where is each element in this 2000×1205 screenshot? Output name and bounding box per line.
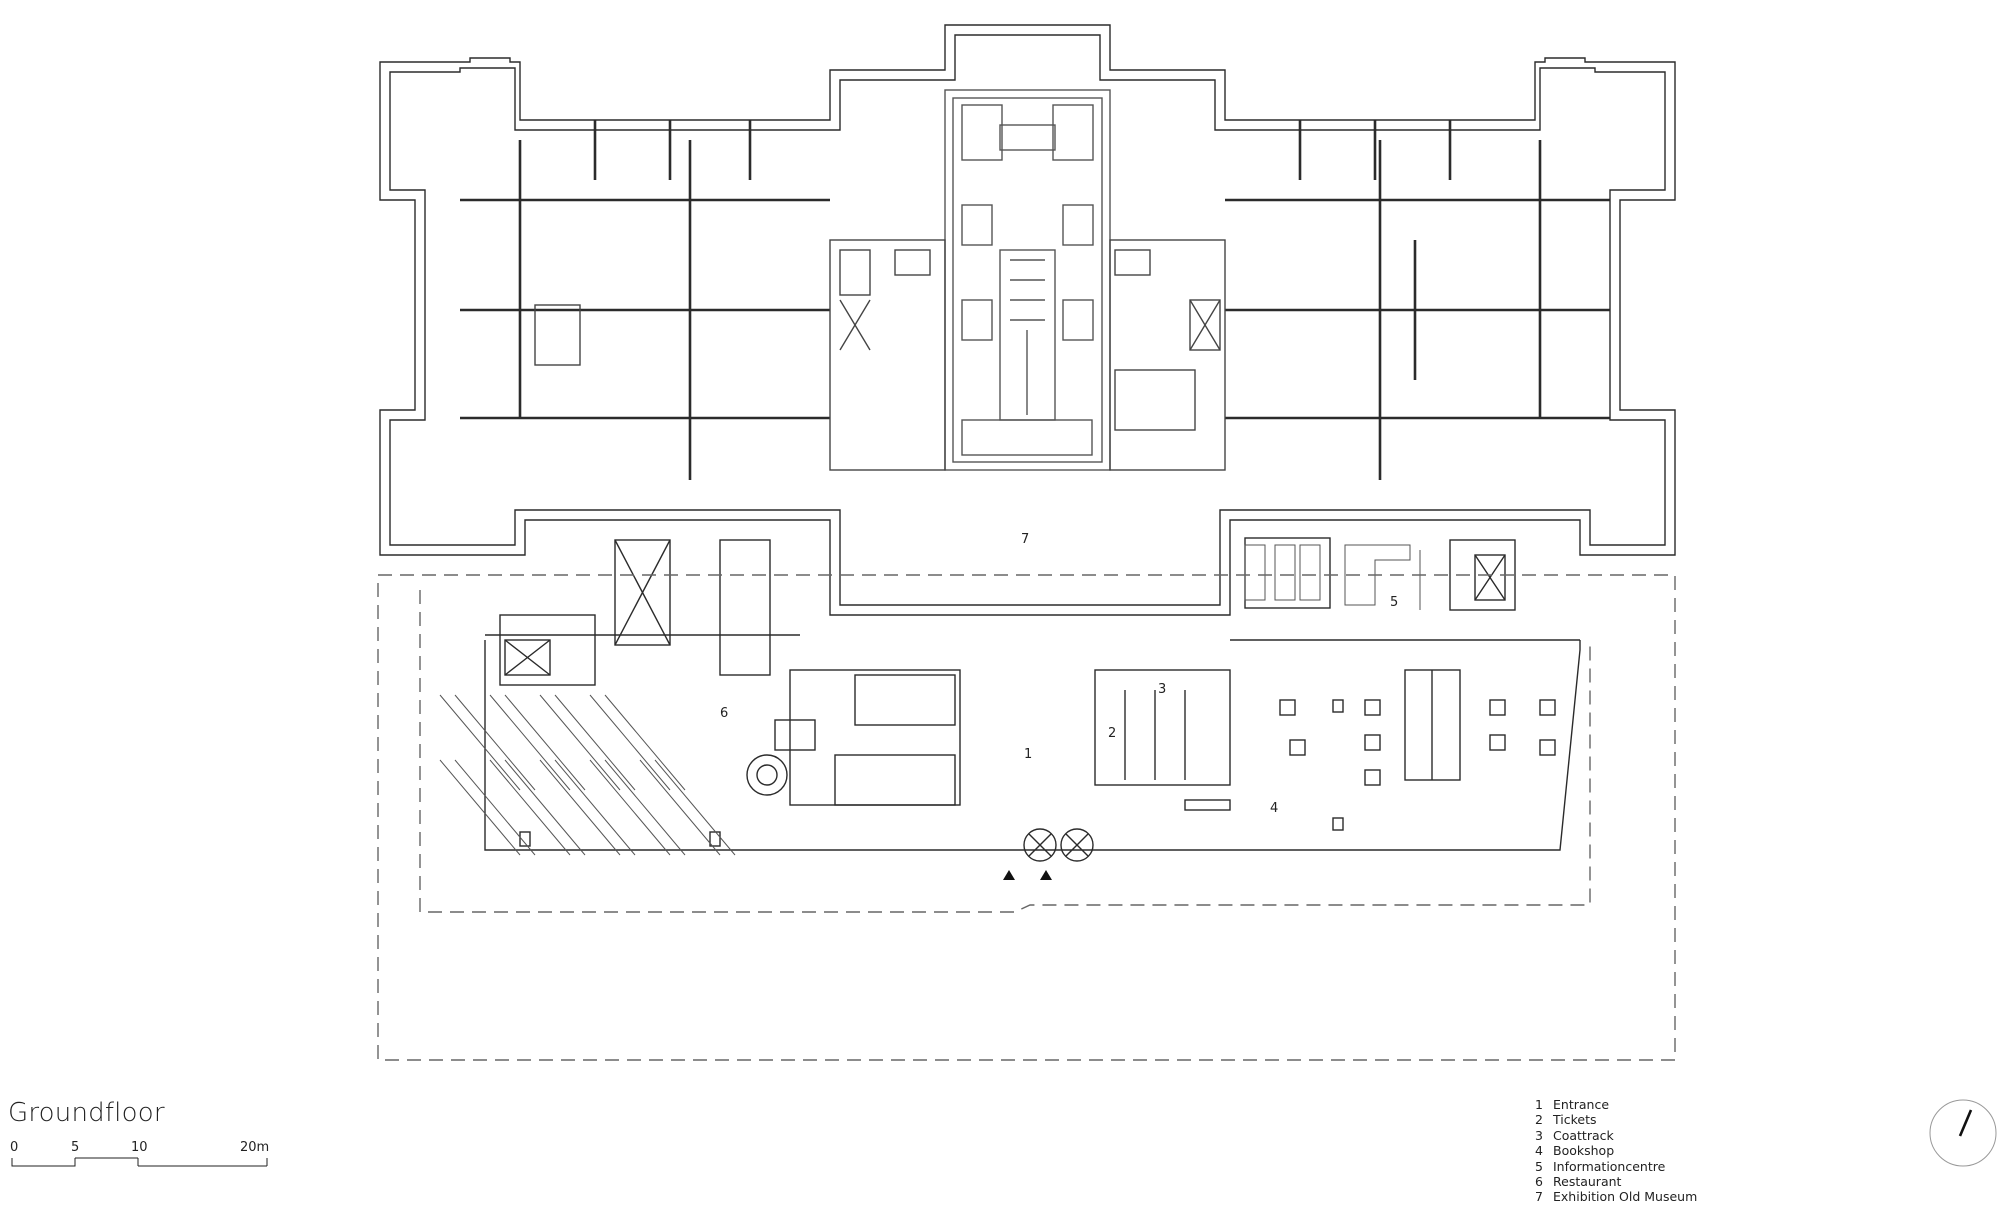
legend-item: 3 Coattrack [1535,1128,1697,1143]
stair-cores [534,239,1226,471]
legend-item: 5 Informationcentre [1535,1159,1697,1174]
legend-item: 6 Restaurant [1535,1174,1697,1189]
legend-label: Informationcentre [1553,1158,1666,1174]
north-arrow-icon [1929,1099,1997,1167]
legend-item: 2 Tickets [1535,1112,1697,1127]
legend-number: 4 [1535,1143,1543,1159]
room-label-coattrack: 3 [1158,682,1167,697]
legend-label: Coattrack [1553,1127,1614,1143]
new-extension [484,537,1581,862]
legend-label: Tickets [1553,1112,1597,1128]
scale-tick-5: 5 [71,1140,80,1155]
scale-tick-20m: 20m [240,1140,270,1155]
room-label-exhibition: 7 [1021,532,1030,547]
legend-label: Exhibition Old Museum [1553,1189,1698,1205]
legend-number: 5 [1535,1158,1543,1174]
legend-number: 6 [1535,1174,1543,1190]
legend-label: Restaurant [1553,1174,1622,1190]
room-label-entrance: 1 [1024,747,1033,762]
information-centre-seats [1244,544,1421,610]
interior-walls [460,120,1610,480]
room-label-informationcentre: 5 [1390,595,1399,610]
legend-item: 4 Bookshop [1535,1143,1697,1158]
legend-item: 7 Exhibition Old Museum [1535,1189,1697,1204]
legend-number: 7 [1535,1189,1543,1205]
legend-number: 3 [1535,1127,1543,1143]
room-label-bookshop: 4 [1270,801,1279,816]
entrance-arrow-left [1003,870,1015,880]
scale-bar [11,1157,268,1167]
drawing-title: Groundfloor [8,1098,165,1128]
legend-number: 1 [1535,1097,1543,1112]
room-label-tickets: 2 [1108,726,1117,741]
room-label-restaurant: 6 [720,706,729,721]
central-hall [944,89,1111,471]
restaurant-tables [439,694,736,856]
site-boundary [377,574,1676,1061]
legend-label: Entrance [1553,1097,1610,1112]
scale-tick-10: 10 [131,1140,148,1155]
legend-item: 1 Entrance [1535,1097,1697,1112]
scale-tick-0: 0 [10,1140,19,1155]
entrance-arrow-right [1040,870,1052,880]
old-museum-outline [379,24,1676,616]
legend-number: 2 [1535,1112,1543,1128]
legend-label: Bookshop [1553,1143,1615,1159]
